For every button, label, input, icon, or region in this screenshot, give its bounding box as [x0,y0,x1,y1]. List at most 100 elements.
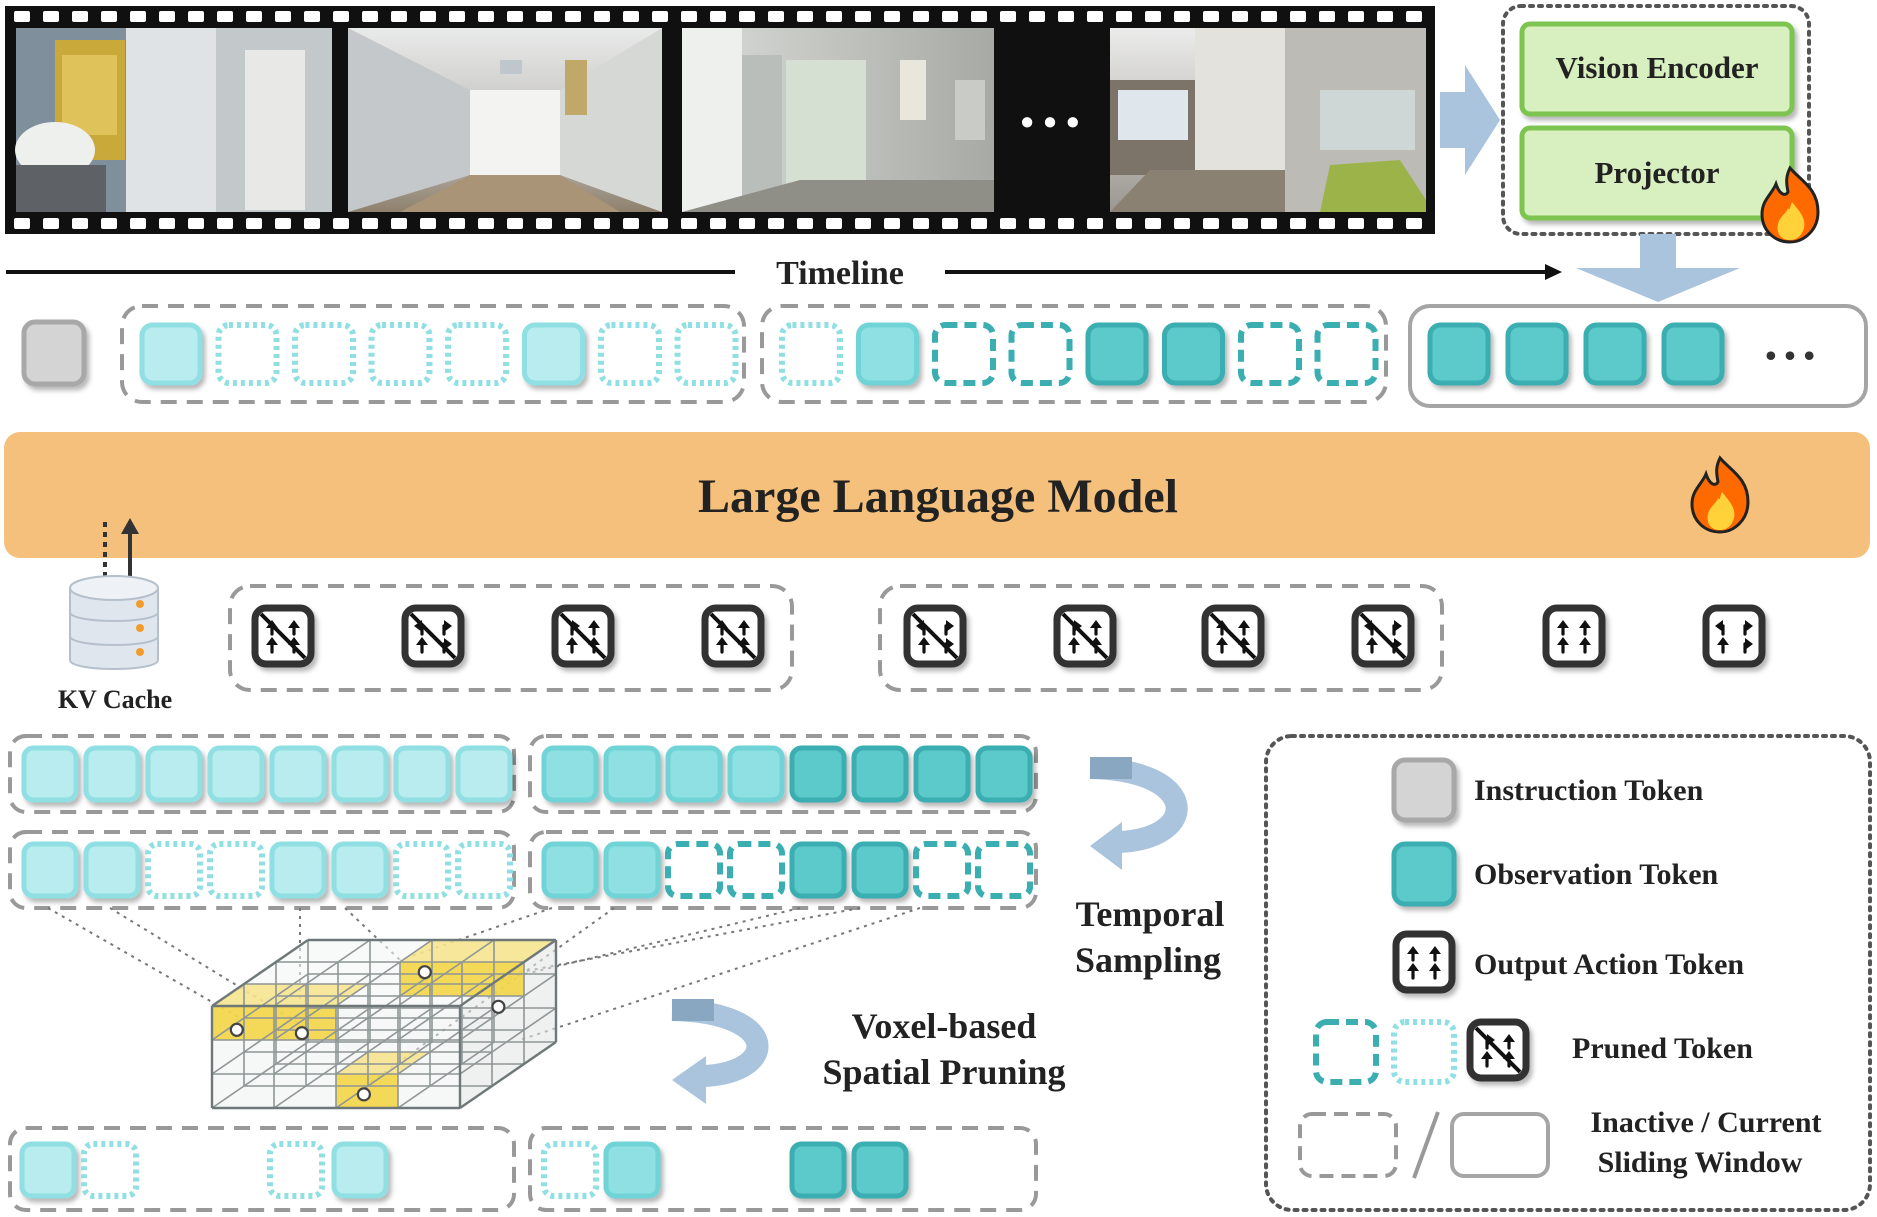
observation-token [455,745,513,803]
film-hole [1261,11,1277,22]
prune-slash [409,612,457,660]
voxel-edge [397,1007,495,1075]
film-to-encoder-arrow [1440,65,1500,175]
film-hole [101,218,117,229]
temporal-sampling-label-2: Sampling [1075,940,1221,980]
legend-pruned-dotted-swatch [1391,1019,1457,1085]
observation-token [851,745,909,803]
prune-slash [559,612,607,660]
voxel-edge [397,1041,495,1109]
grid-window-1 [8,734,516,814]
film-hole [72,218,88,229]
legend-instruction-swatch [1391,757,1457,823]
film-hole [942,218,958,229]
observation-token [851,1141,909,1199]
inactive-window-1 [120,304,746,404]
voxel-marker [294,1026,309,1041]
observation-token [83,841,141,899]
film-hole [449,218,465,229]
vision-encoder-box [1519,21,1795,117]
prune-slash [1209,612,1257,660]
voxel-marker [491,999,506,1014]
highlighted-voxel [212,1006,274,1040]
film-hole [130,11,146,22]
action-window-1 [228,584,794,692]
observation-token [1661,322,1725,386]
voxel-edge [459,1041,557,1109]
llm-bar: Large Language Model [4,432,1870,558]
film-hole [362,11,378,22]
video-frame-3 [682,28,994,212]
current-window [1408,304,1868,408]
film-hole [1087,218,1103,229]
film-hole [565,11,581,22]
film-hole [188,11,204,22]
film-hole [246,218,262,229]
voxel-edge [459,973,557,1041]
film-hole [594,11,610,22]
film-hole [14,218,30,229]
pruned-token [1314,322,1379,386]
observation-token [856,322,919,386]
film-hole [1116,218,1132,229]
pruned-token [541,1141,599,1199]
voxel-marker [356,1087,371,1102]
highlighted-voxel-top [462,940,556,962]
vision-encoder-label: Vision Encoder [1556,50,1759,85]
output-action-token [1392,930,1456,994]
film-hole [304,218,320,229]
film-hole [1377,218,1393,229]
film-hole [739,218,755,229]
observation-token [674,322,739,386]
film-hole [797,11,813,22]
film-hole [362,218,378,229]
film-hole [1348,218,1364,229]
film-hole [1000,11,1016,22]
legend-current-window-swatch [1450,1112,1550,1178]
film-hole [333,218,349,229]
voxel-marker [417,965,432,980]
grid-window-6 [528,1126,1038,1212]
film-hole [14,11,30,22]
film-hole [275,218,291,229]
film-hole [1290,218,1306,229]
film-hole [536,11,552,22]
legend-inactive-window-swatch [1298,1112,1398,1178]
film-hole [391,218,407,229]
film-hole [1029,11,1045,22]
voxel-pruning-label-1: Voxel-based [852,1006,1037,1046]
voxel-edge [273,1007,371,1075]
film-hole [130,218,146,229]
film-hole [536,218,552,229]
film-hole [681,11,697,22]
prune-slash [911,612,959,660]
legend-pruned-label: Pruned Token [1572,1032,1753,1065]
observation-token [913,745,971,803]
film-strip: • • • [5,6,1435,234]
film-hole [217,218,233,229]
grid-window-5 [8,1126,516,1212]
prune-slash [1359,612,1407,660]
pruned-token [215,322,280,386]
pruned-token [779,322,843,386]
voxel-edge [211,1007,309,1075]
pruned-token [267,1141,325,1199]
film-hole [826,11,842,22]
film-hole [739,11,755,22]
film-hole [72,11,88,22]
observation-token [665,745,723,803]
film-hole [159,218,175,229]
film-hole [333,11,349,22]
voxel-edge [273,1041,371,1109]
film-hole [507,11,523,22]
voxel-marker [229,1022,244,1037]
temporal-sampling-arrow [1089,757,1188,870]
voxel-pruning-label-2: Spatial Pruning [822,1052,1065,1092]
film-hole [304,11,320,22]
observation-token [292,322,356,386]
voxel-edge [397,939,495,1007]
film-hole [855,11,871,22]
prune-slash [1061,612,1109,660]
observation-token [975,745,1033,803]
action-arrows-icon [1715,620,1753,654]
